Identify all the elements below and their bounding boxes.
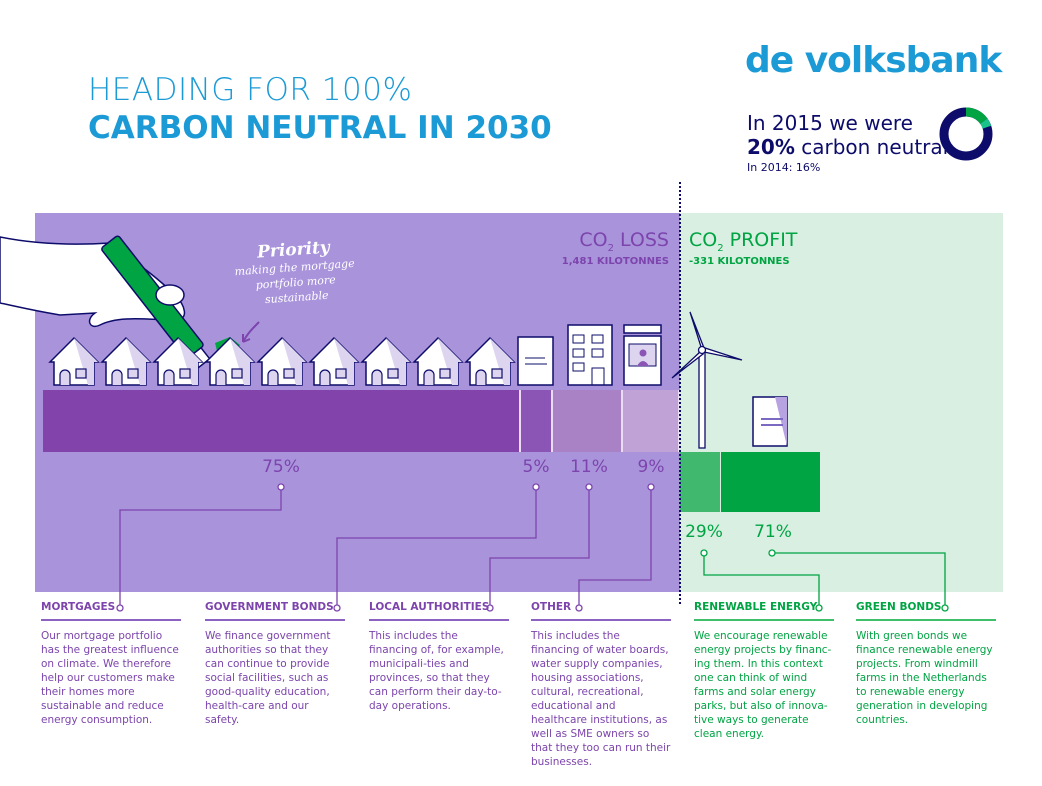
arrow-icon	[242, 321, 260, 343]
category-description: With green bonds we finance renewable en…	[856, 630, 993, 726]
house-icon	[48, 336, 100, 386]
neutral-donut-icon	[939, 107, 993, 161]
category-title: LOCAL AUTHORITIES	[369, 601, 509, 621]
bar-segment	[43, 390, 521, 452]
house-icon	[308, 336, 360, 386]
profit-bar-label: 29%	[685, 522, 723, 542]
category-description: Our mortgage portfolio has the greatest …	[41, 630, 179, 726]
bar-segment	[520, 390, 553, 452]
co2-profit-amount: -331 KILOTONNES	[689, 256, 790, 267]
status-previous: In 2014: 16%	[747, 161, 821, 174]
house-icon	[152, 336, 204, 386]
status-line2: 20% carbon neutral.	[747, 135, 955, 159]
category-government-bonds: GOVERNMENT BONDS We finance government au…	[205, 601, 345, 727]
house-icon	[204, 336, 256, 386]
profit-bar-label: 71%	[754, 522, 792, 542]
house-icon	[256, 336, 308, 386]
category-title: OTHER	[531, 601, 671, 621]
bar-segment	[552, 390, 623, 452]
house-icon	[412, 336, 464, 386]
co2-loss-amount: 1,481 KILOTONNES	[561, 256, 669, 267]
status-value: 20%	[747, 135, 795, 159]
profit-bar-segment	[680, 452, 721, 512]
bar-label: 11%	[570, 457, 608, 477]
bar-label: 9%	[637, 457, 665, 477]
category-title: GOVERNMENT BONDS	[205, 601, 345, 621]
status-line2-text: carbon neutral.	[794, 135, 955, 159]
house-icon	[100, 336, 152, 386]
green-bond-document-icon	[752, 396, 788, 447]
category-renewable-energy: RENEWABLE ENERGY We encourage renewable e…	[694, 601, 834, 741]
category-description: We finance government authorities so tha…	[205, 630, 331, 726]
bar-label: 5%	[522, 457, 550, 477]
bar-label: 75%	[262, 457, 300, 477]
house-icon	[464, 336, 516, 386]
brand-logo: de volksbank	[745, 40, 1002, 81]
category-green-bonds: GREEN BONDS With green bonds we finance r…	[856, 601, 996, 727]
category-other: OTHER This includes the financing of wate…	[531, 601, 671, 769]
category-description: This includes the financing of water boa…	[531, 630, 671, 768]
heading-line1: HEADING FOR 100%	[88, 72, 413, 108]
category-title: GREEN BONDS	[856, 601, 996, 621]
bar-segment	[622, 390, 680, 452]
house-icon	[360, 336, 412, 386]
co2-profit-title: CO2 PROFIT	[689, 229, 798, 254]
hand-marker-illustration	[0, 235, 240, 369]
document-icon	[517, 336, 554, 386]
status-line1: In 2015 we were	[747, 111, 913, 135]
co2-profit-panel	[680, 213, 1003, 592]
co2-loss-title: CO2 LOSS	[579, 229, 669, 254]
service-desk-icon	[623, 324, 662, 386]
category-mortgages: MORTGAGES Our mortgage portfolio has the …	[41, 601, 181, 727]
category-title: RENEWABLE ENERGY	[694, 601, 834, 621]
category-description: This includes the financing of, for exam…	[369, 630, 504, 712]
heading-line2: CARBON NEUTRAL IN 2030	[88, 110, 552, 146]
category-local-authorities: LOCAL AUTHORITIES This includes the finan…	[369, 601, 509, 713]
profit-bar-segment	[720, 452, 821, 512]
category-description: We encourage renewable energy projects b…	[694, 630, 832, 740]
category-title: MORTGAGES	[41, 601, 181, 621]
office-building-icon	[567, 324, 613, 386]
